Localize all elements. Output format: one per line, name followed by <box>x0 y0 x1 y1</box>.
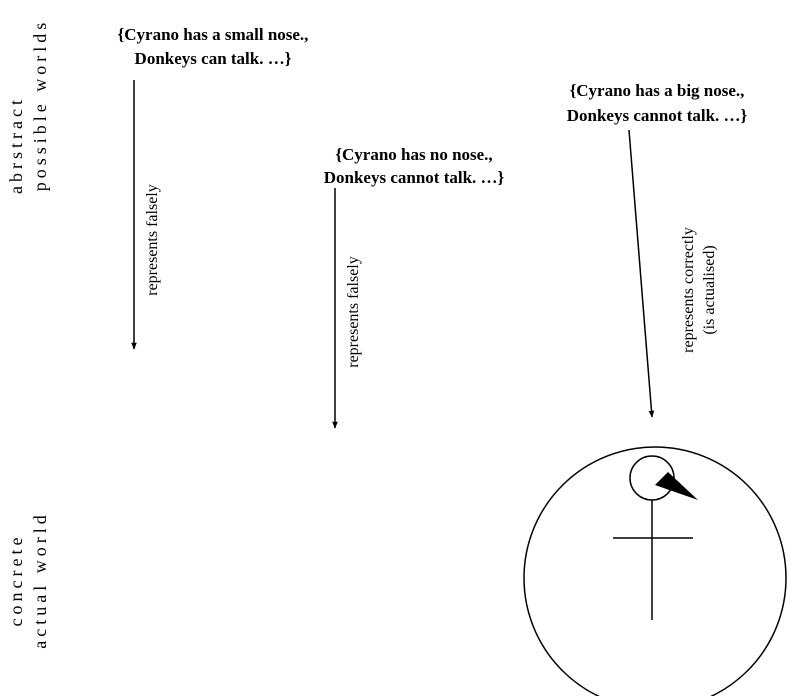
actual-world-circle <box>523 446 787 696</box>
world-set-big-nose-line1: {Cyrano has a big nose., <box>570 81 745 100</box>
arrow-label-represents-falsely-2: represents falsely <box>345 256 362 368</box>
world-set-big-nose-line2: Donkeys cannot talk. …} <box>567 106 748 125</box>
arrow-represents-correctly <box>628 129 655 418</box>
concrete-label-line2: actual world <box>30 511 50 648</box>
world-set-small-nose-line2: Donkeys can talk. …} <box>135 49 292 68</box>
abstract-label-line1: abrstract <box>6 96 26 194</box>
actual-world <box>523 446 787 696</box>
abstract-label-line2: possible worlds <box>30 19 50 192</box>
concrete-label-line1: concrete <box>6 534 26 627</box>
cyrano-figure-icon <box>613 455 698 620</box>
world-set-small-nose-line1: {Cyrano has a small nose., <box>118 25 309 44</box>
world-set-no-nose-line2: Donkeys cannot talk. …} <box>324 168 505 187</box>
cyrano-big-nose-icon <box>655 472 698 500</box>
arrow-label-represents-falsely-1: represents falsely <box>144 184 161 296</box>
arrow-label-represents-correctly: represents correctly <box>680 227 697 353</box>
arrow-label-is-actualised: (is actualised) <box>701 245 718 334</box>
world-set-no-nose-line1: {Cyrano has no nose., <box>335 145 492 164</box>
